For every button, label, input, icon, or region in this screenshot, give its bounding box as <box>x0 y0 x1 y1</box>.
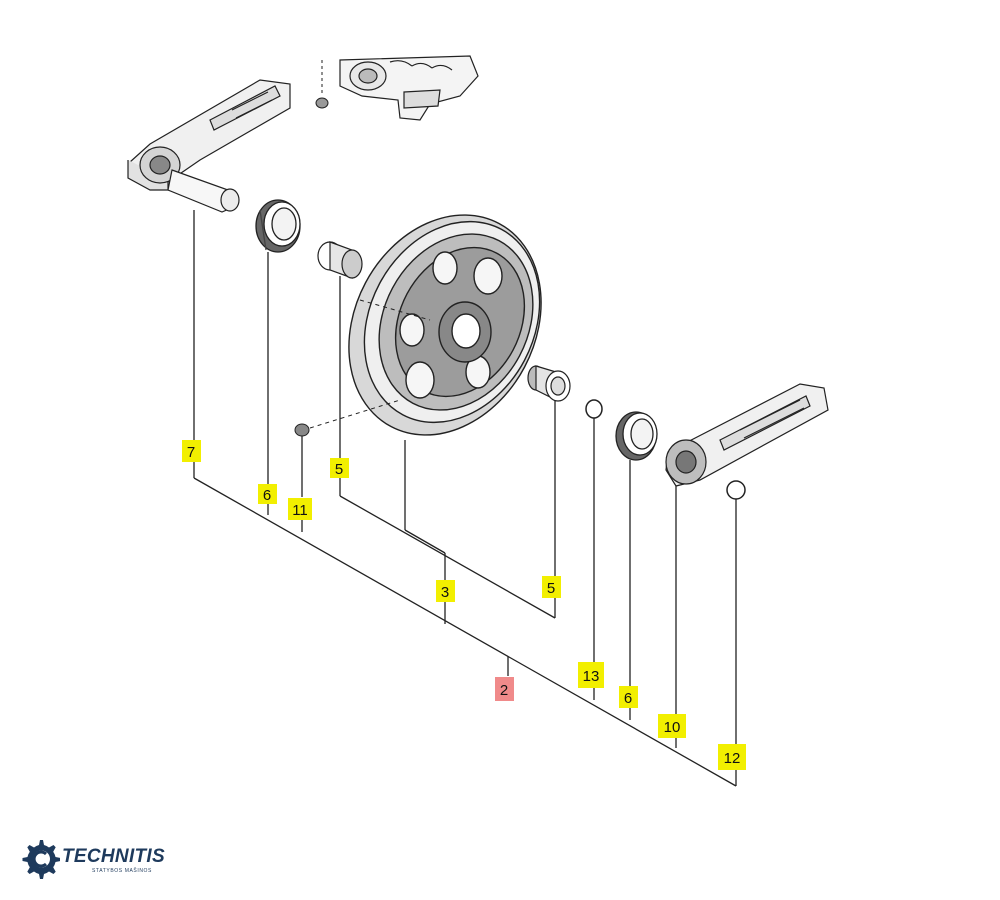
callout-6-left: 6 <box>258 484 277 504</box>
callout-7-label: 7 <box>187 444 195 461</box>
callout-10-bg <box>658 714 686 738</box>
callout-6-right-bg <box>619 686 638 708</box>
callout-3: 3 <box>436 580 455 602</box>
callout-6-right: 6 <box>619 686 638 708</box>
callout-7-bg <box>182 440 201 462</box>
callout-11-label: 11 <box>292 502 308 519</box>
callout-10: 10 <box>658 714 686 738</box>
leader-lines <box>193 210 737 787</box>
callout-3-bg <box>436 580 455 602</box>
small-bolt-top <box>315 97 329 109</box>
nut-11 <box>294 423 310 437</box>
callout-12: 12 <box>718 744 746 770</box>
callout-13: 13 <box>578 662 604 688</box>
callout-5-right-label: 5 <box>547 580 555 597</box>
callout-13-bg <box>578 662 604 688</box>
callout-6-left-bg <box>258 484 277 504</box>
logo-tagline: STATYBOS MAŠINOS <box>92 868 152 874</box>
callout-11-bg <box>288 498 312 520</box>
idler-wheel <box>348 214 542 436</box>
bushing-right <box>527 365 571 402</box>
callout-10-label: 10 <box>664 719 681 736</box>
callout-12-bg <box>718 744 746 770</box>
callout-5-right: 5 <box>542 576 561 598</box>
callout-2-label: 2 <box>500 682 508 699</box>
callout-6-right-label: 6 <box>624 690 632 707</box>
callout-7: 7 <box>182 440 201 462</box>
callout-13-label: 13 <box>583 668 600 685</box>
o-ring-13 <box>585 399 603 419</box>
bushing-left <box>317 241 363 279</box>
technitis-logo: TECHNITIS STATYBOS MAŠINOS <box>20 834 180 884</box>
callout-12-label: 12 <box>724 750 741 767</box>
seal-right <box>615 411 658 461</box>
callout-3-label: 3 <box>441 584 449 601</box>
callout-2: 2 <box>495 677 514 701</box>
right-yoke-bracket <box>665 383 829 487</box>
callout-5-left: 5 <box>330 458 349 478</box>
logo-name: TECHNITIS <box>62 846 165 867</box>
callout-6-left-label: 6 <box>263 487 271 504</box>
callout-2-bg <box>495 677 514 701</box>
callout-5-left-bg <box>330 458 349 478</box>
gear-icon <box>22 840 60 879</box>
seal-left <box>255 199 301 253</box>
recoil-spring-assembly <box>339 55 479 121</box>
o-ring-12 <box>726 480 746 500</box>
left-yoke-bracket <box>127 79 291 213</box>
callout-5-right-bg <box>542 576 561 598</box>
callout-11: 11 <box>288 498 312 520</box>
callout-5-left-label: 5 <box>335 461 343 478</box>
